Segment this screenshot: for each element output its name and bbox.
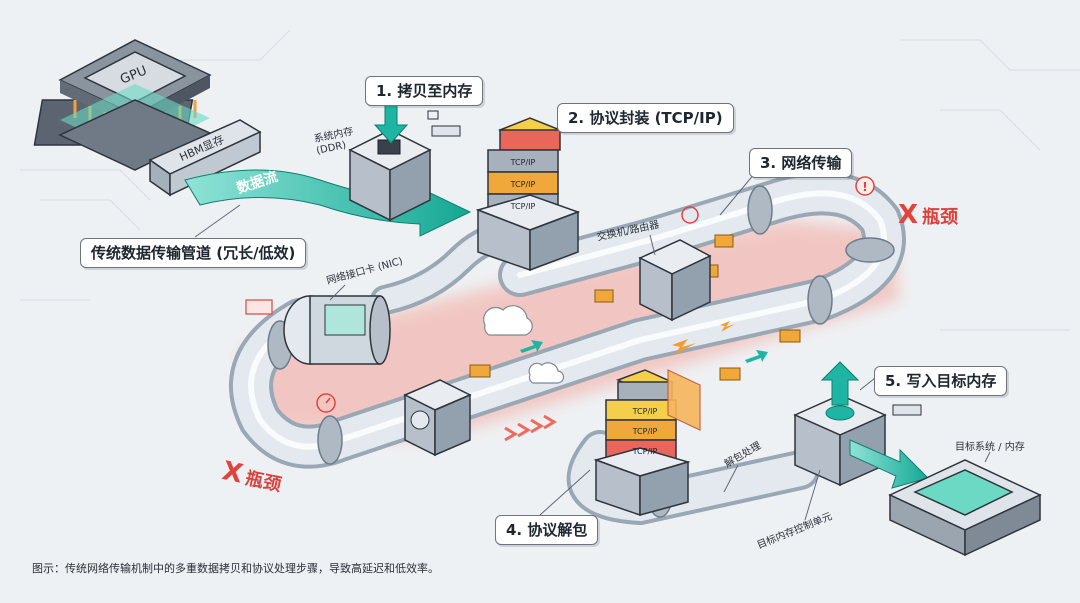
svg-text:!: !	[862, 180, 867, 194]
cloud-icon	[483, 305, 565, 384]
svg-text:TCP/IP: TCP/IP	[510, 202, 536, 211]
main-pipe	[229, 171, 906, 526]
chip-icon	[245, 299, 273, 315]
step4-label: 4. 协议解包	[495, 515, 599, 545]
target-server	[888, 459, 1042, 557]
circuit-traces	[20, 29, 1080, 331]
svg-text:TCP/IP: TCP/IP	[632, 427, 658, 436]
caption: 图示：传统网络传输机制中的多重数据拷贝和协议处理步骤，导致高延迟和低效率。	[32, 562, 439, 575]
svg-text:TCP/IP: TCP/IP	[632, 447, 658, 456]
ram-stick-icon-2	[892, 404, 922, 416]
leader-lines	[194, 172, 991, 521]
target-flow-arrow	[849, 439, 929, 489]
switch-router-box	[638, 239, 712, 322]
pipe-glow	[240, 220, 900, 440]
nic-device	[283, 295, 391, 365]
pipeline-title-label: 传统数据传输管道 (冗长/低效)	[80, 238, 307, 268]
step1-label: 1. 拷贝至内存	[365, 76, 484, 106]
ram-stick-icon	[427, 110, 461, 137]
step3-label: 3. 网络传输	[749, 148, 853, 178]
gpu-chip	[33, 39, 212, 171]
chevron-arrows	[504, 414, 557, 442]
tcp-stack-bottom: TCP/IP TCP/IP TCP/IP	[593, 369, 691, 517]
bottleneck-text: 瓶颈	[922, 207, 959, 228]
bolt-icon	[672, 321, 735, 355]
ddr-memory-box	[348, 129, 432, 222]
up-arrow-icon	[820, 361, 860, 406]
warning-icon: !	[855, 176, 875, 196]
bottleneck-x-icon: X	[898, 200, 919, 230]
data-flow-arrow	[184, 169, 472, 237]
svg-text:TCP/IP: TCP/IP	[510, 180, 536, 189]
target-system-label: 目标系统 / 内存	[955, 442, 1025, 453]
step5-label: 5. 写入目标内存	[874, 366, 1008, 396]
tcp-stack-top: TCP/IP TCP/IP TCP/IP	[475, 117, 581, 272]
step2-label: 2. 协议封装 (TCP/IP)	[557, 103, 734, 133]
svg-text:TCP/IP: TCP/IP	[510, 158, 536, 167]
svg-text:TCP/IP: TCP/IP	[632, 407, 658, 416]
flow-arrows	[520, 340, 768, 363]
fan-junction-box	[403, 379, 472, 457]
barrier-panel	[667, 369, 701, 431]
bottleneck-text: 瓶颈	[243, 467, 284, 496]
stopwatch-icon	[316, 206, 699, 413]
target-memory-controller-box	[793, 394, 887, 487]
